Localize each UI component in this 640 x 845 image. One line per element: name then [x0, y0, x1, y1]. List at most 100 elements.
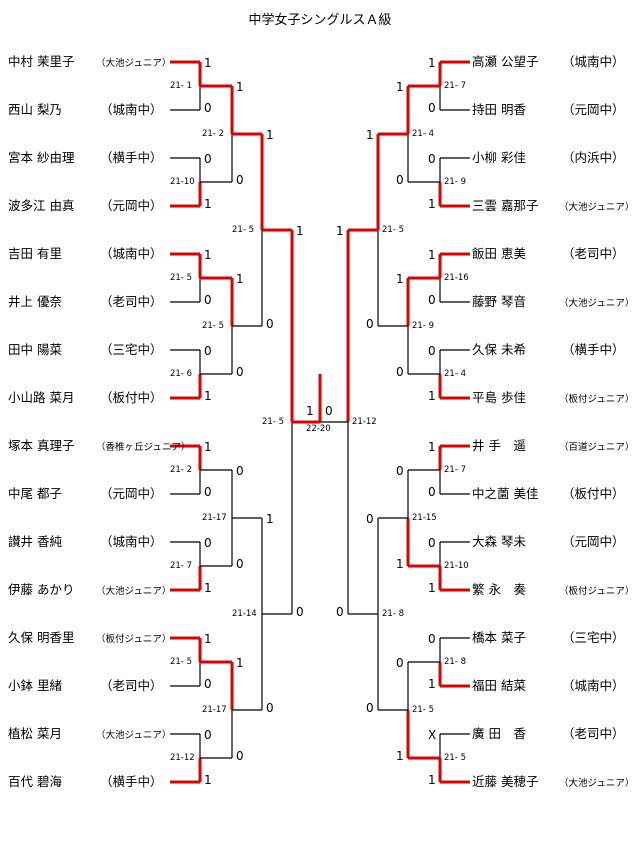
- match-label: 21- 7: [444, 465, 466, 475]
- match-score: 0: [204, 152, 212, 166]
- player-school: （城南中）: [562, 54, 625, 69]
- match-score: 0: [204, 293, 212, 307]
- player-name: 中村 茉里子: [8, 54, 75, 69]
- player-school: （元岡中）: [100, 198, 163, 213]
- player-school: （板付中）: [100, 390, 163, 405]
- player-name: 植松 菜月: [8, 726, 62, 741]
- match-score: 0: [204, 101, 212, 115]
- player-name: 中之薗 美佳: [472, 486, 539, 501]
- match-score: 1: [204, 440, 212, 454]
- player-name: 小柳 彩佳: [472, 150, 526, 165]
- player-school: （元岡中）: [100, 486, 163, 501]
- player-name: 久保 明香里: [8, 630, 75, 645]
- player-school: （城南中）: [100, 102, 163, 117]
- player-name: 百代 碧海: [8, 774, 62, 789]
- match-label: 21- 2: [202, 129, 224, 139]
- match-score: X: [428, 728, 437, 742]
- match-score: 1: [204, 581, 212, 595]
- player-school: （老司中）: [562, 246, 625, 261]
- match-score: 0: [204, 728, 212, 742]
- match-score: 0: [266, 317, 274, 331]
- player-name: 小山路 菜月: [8, 390, 75, 405]
- match-score: 0: [204, 536, 212, 550]
- match-label: 21- 4: [412, 129, 434, 139]
- match-score: 0: [336, 605, 344, 619]
- player-school: （城南中）: [562, 678, 625, 693]
- player-name: 讃井 香純: [8, 534, 62, 549]
- match-score: 0: [396, 464, 404, 478]
- match-score: 1: [236, 80, 244, 94]
- match-label: 21- 4: [444, 369, 466, 379]
- player-name: 久保 未希: [472, 342, 526, 357]
- player-school: （三宅中）: [562, 630, 625, 645]
- player-name: 繁 永 奏: [472, 582, 526, 597]
- player-name: 伊藤 あかり: [8, 582, 75, 597]
- player-name: 持田 明香: [472, 102, 526, 117]
- match-score: 0: [236, 173, 244, 187]
- player-school: （板付ジュニア）: [96, 634, 172, 645]
- player-school: （城南中）: [100, 534, 163, 549]
- match-score: 1: [428, 389, 436, 403]
- match-label: 21- 5: [170, 657, 192, 667]
- match-score: 0: [266, 701, 274, 715]
- match-score: 1: [396, 557, 404, 571]
- match-score: 1: [204, 248, 212, 262]
- page-title: 中学女子シングルスＡ級: [248, 13, 392, 28]
- player-school: （老司中）: [562, 726, 625, 741]
- match-score: 1: [204, 56, 212, 70]
- match-label: 21- 7: [170, 561, 192, 571]
- match-score: 0: [428, 344, 436, 358]
- player-name: 井 手 遥: [472, 438, 526, 453]
- match-score: 1: [266, 512, 274, 526]
- player-school: （大池ジュニア）: [559, 778, 635, 789]
- match-label: 21- 5: [202, 321, 224, 331]
- player-school: （城南中）: [100, 246, 163, 261]
- player-name: 小鉢 里緒: [8, 678, 62, 693]
- player-school: （大池ジュニア）: [96, 58, 172, 69]
- match-label: 21- 5: [382, 225, 404, 235]
- match-score: 0: [396, 173, 404, 187]
- player-name: 大森 琴未: [472, 534, 526, 549]
- match-label: 21- 5: [170, 273, 192, 283]
- player-name: 福田 結菜: [472, 678, 526, 693]
- match-score: 1: [204, 389, 212, 403]
- match-score: 1: [396, 80, 404, 94]
- player-name: 平島 歩佳: [472, 390, 526, 405]
- player-name: 藤野 琴音: [472, 294, 526, 309]
- player-school: （百道ジュニア）: [559, 442, 635, 453]
- player-school: （香椎ヶ丘ジュニア）: [96, 442, 191, 453]
- match-label: 21- 5: [412, 705, 434, 715]
- match-label: 21- 7: [444, 81, 466, 91]
- match-label: 21-17: [202, 513, 227, 523]
- match-score: 0: [366, 701, 374, 715]
- match-label: 21- 1: [170, 81, 192, 91]
- match-score: 1: [428, 677, 436, 691]
- match-score: 0: [428, 293, 436, 307]
- match-score: 1: [366, 128, 374, 142]
- player-school: （大池ジュニア）: [96, 730, 172, 741]
- player-school: （老司中）: [100, 678, 163, 693]
- player-school: （元岡中）: [562, 102, 625, 117]
- match-score: 1: [428, 773, 436, 787]
- player-school: （大池ジュニア）: [559, 202, 635, 213]
- player-name: 西山 梨乃: [8, 102, 62, 117]
- match-score: 0: [428, 485, 436, 499]
- match-score: 1: [236, 656, 244, 670]
- match-label: 21- 6: [170, 369, 192, 379]
- match-label: 21- 9: [412, 321, 434, 331]
- player-name: 波多江 由真: [8, 198, 75, 213]
- match-score: 0: [204, 485, 212, 499]
- match-score: 1: [204, 197, 212, 211]
- match-score: 1: [266, 128, 274, 142]
- match-label: 21-17: [202, 705, 227, 715]
- player-name: 中尾 都子: [8, 486, 62, 501]
- match-label: 21-16: [444, 273, 469, 283]
- match-label: 21-12: [170, 753, 195, 763]
- match-score: 0: [236, 557, 244, 571]
- final-label: 22-20: [306, 424, 331, 434]
- match-score: 0: [236, 365, 244, 379]
- match-score: 0: [428, 632, 436, 646]
- match-score: 1: [428, 440, 436, 454]
- player-name: 塚本 真理子: [8, 438, 75, 453]
